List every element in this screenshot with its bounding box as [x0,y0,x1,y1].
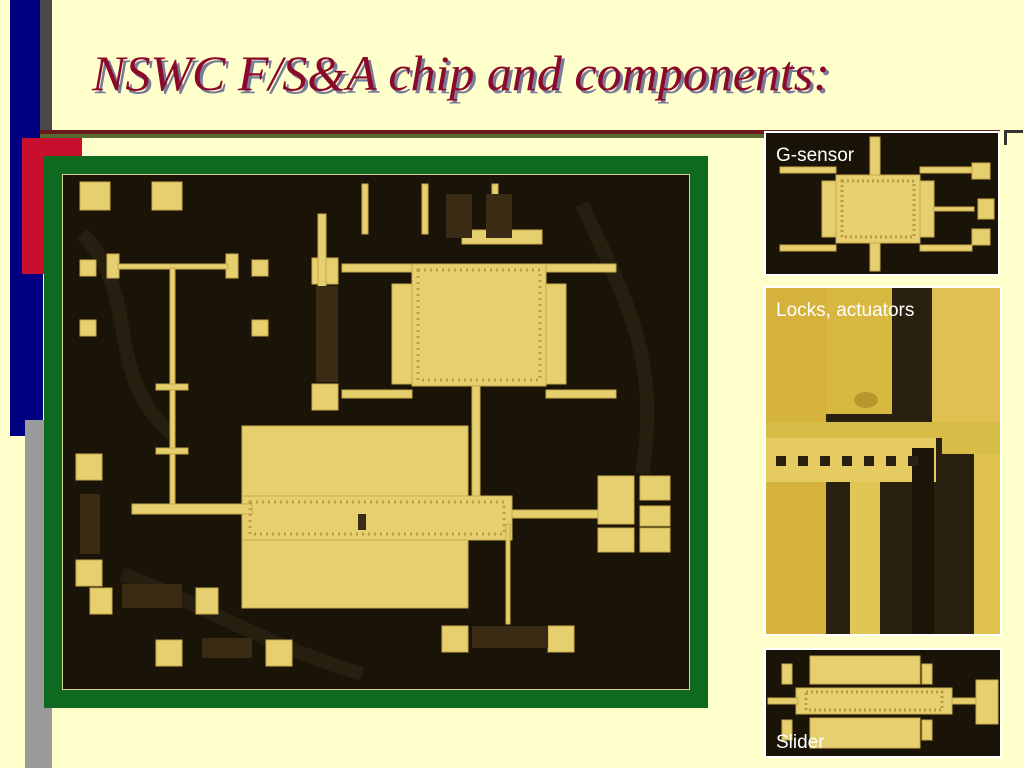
slider-label: Slider [776,732,825,753]
locks-actuators-label: Locks, actuators [776,300,915,321]
title-rule [40,130,1000,138]
g-sensor-image [766,133,998,274]
chip-micrograph [62,174,690,690]
corner-mark [1004,130,1023,145]
slider-image [766,650,1000,756]
chip-photo-frame [44,156,708,708]
dark-accent-bar [40,0,52,130]
locks-actuators-thumbnail: Locks, actuators [764,286,1002,636]
g-sensor-label: G-sensor [776,145,855,166]
locks-actuators-image [766,288,1000,634]
g-sensor-thumbnail: G-sensor [764,131,1000,276]
slider-thumbnail: Slider [764,648,1002,758]
slide-title: NSWC F/S&A chip and components: [92,45,830,101]
